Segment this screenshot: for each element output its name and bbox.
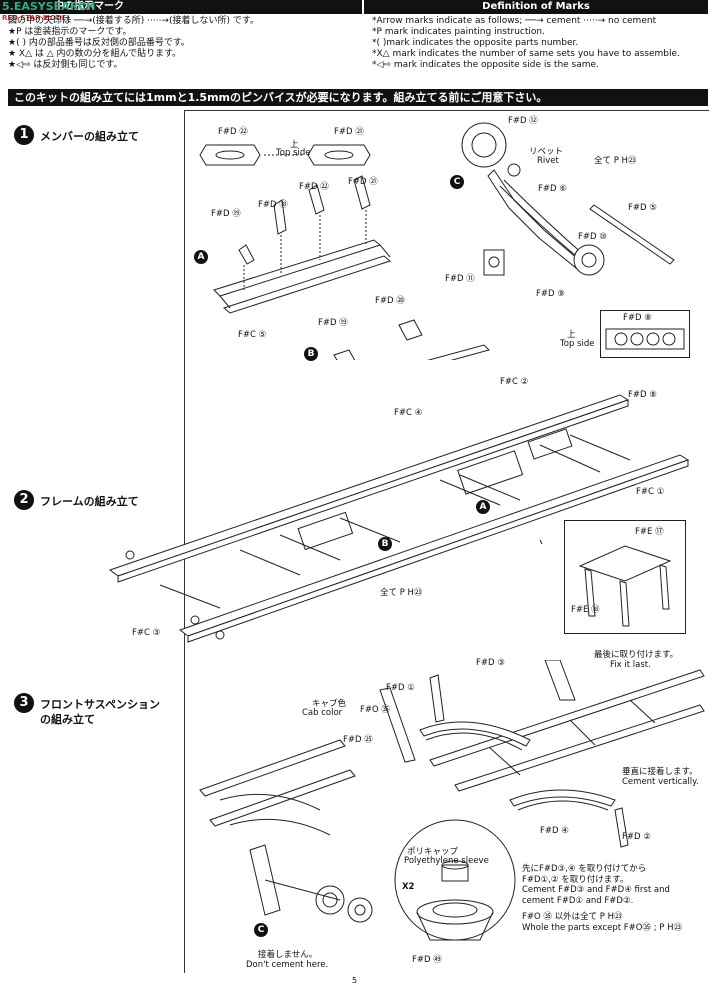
part-label: F#D ㊾: [412, 955, 442, 965]
assemble-count: X2: [402, 882, 415, 892]
poly-cap-label: ポリキャップ: [407, 847, 459, 857]
paint-note: 全て P H㉓: [594, 156, 637, 166]
legend-ja-line: ★◁⇨ は反対側も同じです。: [8, 60, 123, 70]
assembly-marker-c: C: [450, 175, 464, 189]
step-number: 1: [14, 125, 34, 145]
legend-ja-line: ★ X△ は △ 内の数の分を組んで貼ります。: [8, 49, 182, 59]
legend-en-line: *Arrow marks indicate as follows; ──→ ce…: [372, 16, 657, 26]
part-label: F#C ②: [500, 377, 529, 387]
note-line: 先にF#D③,④ を取り付けてから: [522, 864, 647, 874]
part-label: F#D ②: [622, 832, 651, 842]
note-line: Cement F#D③ and F#D④ first and: [522, 885, 670, 895]
fix-note: Fix it last.: [610, 660, 651, 670]
legend-en-line: *X△ mark indicates the number of same se…: [372, 49, 680, 59]
no-cement-note: 接着しません。: [258, 950, 318, 960]
part-label: F#D ⑳: [375, 296, 405, 306]
top-side-label: 上: [567, 330, 576, 340]
paint-note: 全て P H㉓: [380, 588, 423, 598]
part-label: F#O ㉟: [360, 705, 390, 715]
legend-en: *Arrow marks indicate as follows; ──→ ce…: [372, 16, 708, 71]
part-label: F#C ③: [132, 628, 161, 638]
watermark-sub: RED STAR MODEL: [2, 14, 71, 22]
assembly-order-note: 先にF#D③,④ を取り付けてから F#D①,② を取り付けます。 Cement…: [522, 864, 682, 933]
cement-vertical-note: Cement vertically.: [622, 777, 699, 787]
part-label: F#D ⑲: [211, 209, 241, 219]
legend-ja-line: 図の中の矢印は ──→(接着する所) ·····→(接着しない所) です。: [8, 16, 259, 26]
note-line: Whole the parts except F#O㉟ ; P H㉓: [522, 922, 682, 933]
page-number: 5: [352, 976, 358, 985]
part-label: F#D ㉒: [218, 127, 248, 137]
watermark: 5.EASYSEARCH: [2, 0, 96, 13]
part-label: F#D ⑱: [258, 200, 288, 210]
step-title: フレームの組み立て: [40, 495, 139, 508]
legend-en-line: *( )mark indicates the opposite parts nu…: [372, 38, 579, 48]
part-label: F#D ㉒: [299, 182, 329, 192]
top-side-label: Top side: [560, 339, 595, 349]
part-label: F#C ①: [636, 487, 665, 497]
part-label: F#D ①: [386, 683, 415, 693]
legend-en-line: *P mark indicates painting instruction.: [372, 27, 545, 37]
part-label: F#D ⑲: [318, 318, 348, 328]
top-side-label: 上: [290, 140, 299, 150]
part-label: F#D ㉑: [334, 127, 364, 137]
step1-diagram: [199, 122, 675, 360]
step-title: フロントサスペンション: [40, 698, 161, 711]
part-label: F#D ⑩: [578, 232, 607, 242]
cab-color-note: Cab color: [302, 708, 343, 718]
assembly-marker-a: A: [476, 500, 490, 514]
legend-header-en: Definition of Marks: [364, 0, 708, 14]
step-title-line2: の組み立て: [40, 713, 95, 726]
part-detail-box: F#D ⑧: [600, 310, 690, 358]
step-title: メンバーの組み立て: [40, 130, 139, 143]
step3-suspension-diagram: [199, 660, 705, 941]
legend-header-ja: 中の指示マーク: [0, 0, 362, 14]
part-label: F#D ⑧: [623, 313, 652, 323]
part-label: F#D ⑪: [445, 274, 475, 284]
no-cement-note: Don't cement here.: [246, 960, 329, 970]
legend-en-line: *◁⇨ mark indicates the opposite side is …: [372, 60, 599, 70]
rivet-label: リベット: [529, 147, 564, 157]
part-label: F#C ④: [394, 408, 423, 418]
part-label: F#D ㉑: [348, 177, 378, 187]
legend-ja: 図の中の矢印は ──→(接着する所) ·····→(接着しない所) です。 ★P…: [8, 16, 358, 71]
poly-cap-label: Polyethylene sleeve: [404, 856, 489, 866]
part-label: F#D ⑫: [508, 116, 538, 126]
step-number: 3: [14, 693, 34, 713]
part-label: F#D ④: [540, 826, 569, 836]
crossmember-detail-box: F#E ⑰ F#E ⑱: [564, 520, 686, 634]
legend-ja-line: ★P は塗装指示のマークです。: [8, 27, 132, 37]
part-label: F#D ⑥: [538, 184, 567, 194]
assembly-marker-b: B: [304, 347, 318, 361]
part-label: F#E ⑱: [571, 605, 600, 615]
note-line: cement F#D① and F#D②.: [522, 895, 634, 906]
legend-ja-line: ★( ) 内の部品番号は反対側の部品番号です。: [8, 38, 190, 48]
part-label: F#D ⑤: [628, 203, 657, 213]
step-number: 2: [14, 490, 34, 510]
step2-frame-diagram: [108, 394, 690, 643]
note-line: F#D①,② を取り付けます。: [522, 874, 629, 885]
part-label: F#E ⑰: [635, 527, 664, 537]
assembly-marker-a: A: [194, 250, 208, 264]
note-line: F#O ㉟ 以外は全て P H㉓: [522, 912, 623, 922]
cement-vertical-note: 垂直に接着します。: [622, 767, 698, 777]
tool-banner: このキットの組み立てには1mmと1.5mmのピンバイスが必要になります。組み立て…: [8, 89, 708, 106]
rivet-label: Rivet: [537, 156, 559, 166]
step-frame: [184, 110, 709, 973]
assembly-marker-c: C: [254, 923, 268, 937]
part-label: F#D ⑨: [536, 289, 565, 299]
part-label: F#D ㉕: [343, 735, 373, 745]
part-label: F#D ⑧: [628, 390, 657, 400]
top-side-label: Top side: [276, 148, 311, 158]
fix-note: 最後に取り付けます。: [594, 650, 679, 660]
cab-color-note: キャブ色: [312, 699, 347, 709]
part-label: F#D ③: [476, 658, 505, 668]
part-label: F#C ⑤: [238, 330, 267, 340]
assembly-marker-b: B: [378, 537, 392, 551]
